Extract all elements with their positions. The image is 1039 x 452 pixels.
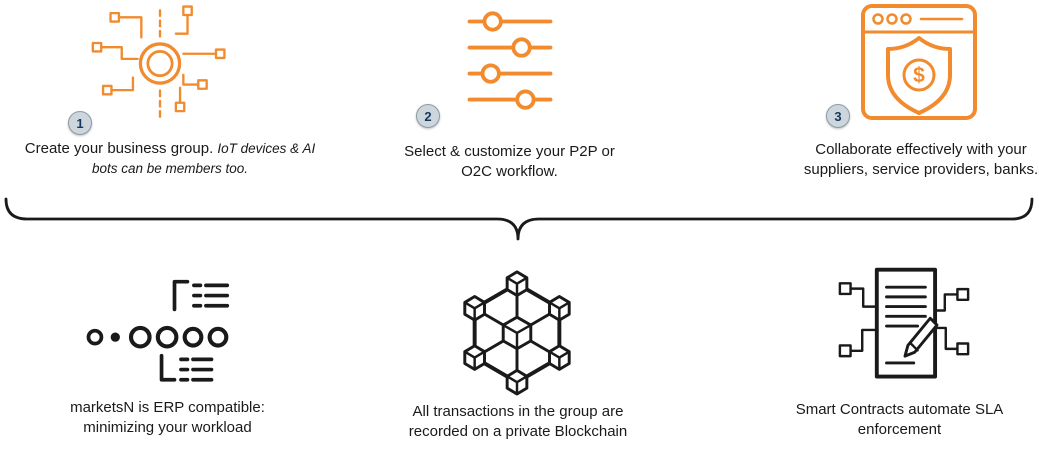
- step-2-text: Select & customize your P2P or O2C workf…: [404, 143, 615, 181]
- sliders-icon: [467, 11, 553, 110]
- step-2-number: 2: [424, 108, 432, 124]
- feature-2-caption: All transactions in the group are record…: [388, 402, 648, 443]
- step-1-number: 1: [76, 115, 84, 131]
- step-1-note: IoT devices & AI bots can be members too…: [91, 141, 316, 177]
- step-1-text: Create your business group.: [24, 140, 214, 157]
- cube-lower-right: [548, 344, 571, 371]
- cube-bottom: [505, 368, 529, 396]
- brace-connector: [4, 197, 1034, 241]
- step-3-number-badge: 3: [826, 104, 850, 128]
- feature-1-text: marketsN is ERP compatible: minimizing y…: [70, 399, 265, 437]
- step-2-caption: Select & customize your P2P or O2C workf…: [392, 142, 627, 183]
- cube-lower-left: [463, 344, 486, 371]
- step-1-caption: Create your business group. IoT devices …: [12, 139, 328, 180]
- step-3-number: 3: [834, 108, 842, 124]
- blockchain-icon: [463, 270, 571, 396]
- smart-contract-icon: [838, 267, 970, 379]
- step-2-number-badge: 2: [416, 104, 440, 128]
- cube-upper-right: [548, 295, 571, 322]
- cube-top: [505, 270, 529, 298]
- shield-icon: [886, 36, 952, 115]
- iot-network-icon: [91, 5, 226, 119]
- erp-compatibility-icon: [86, 279, 230, 382]
- step-3-text: Collaborate effectively with your suppli…: [803, 141, 1039, 179]
- feature-3-caption: Smart Contracts automate SLA enforcement: [772, 400, 1027, 441]
- cube-center: [501, 315, 533, 351]
- step-1-number-badge: 1: [68, 111, 92, 135]
- feature-1-caption: marketsN is ERP compatible: minimizing y…: [45, 398, 290, 439]
- secure-payment-browser-icon: $: [861, 4, 977, 120]
- cube-upper-left: [463, 295, 486, 322]
- feature-3-text: Smart Contracts automate SLA enforcement: [795, 401, 1004, 439]
- step-3-caption: Collaborate effectively with your suppli…: [790, 140, 1039, 181]
- feature-2-text: All transactions in the group are record…: [408, 403, 628, 441]
- dollar-icon: $: [913, 64, 925, 87]
